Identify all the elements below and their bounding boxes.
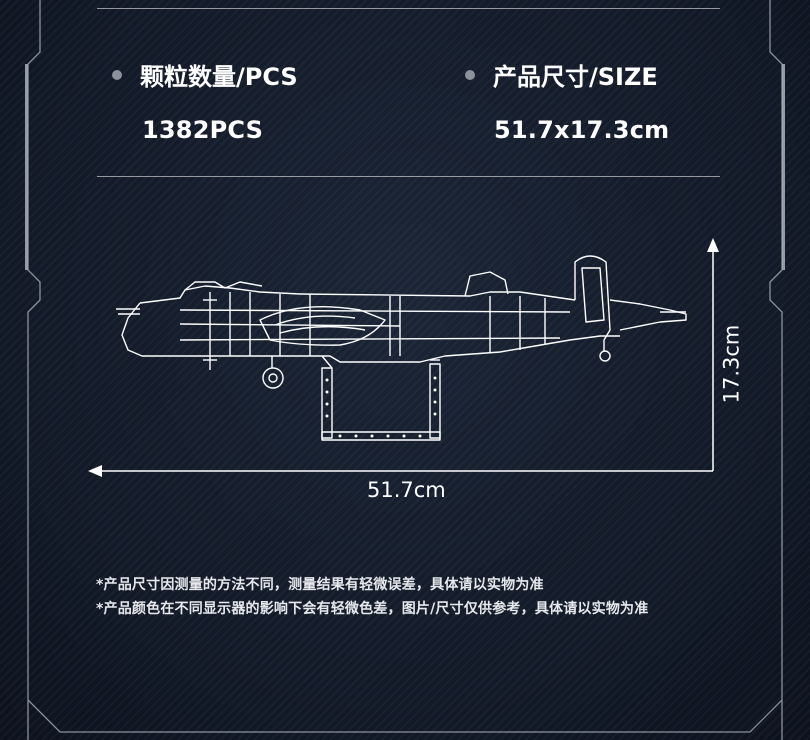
height-dimension-arrow: [707, 238, 719, 471]
length-label: 51.7cm: [367, 478, 446, 502]
pieces-label-text: 颗粒数量/PCS: [140, 63, 298, 91]
size-label: 产品尺寸/SIZE: [465, 57, 658, 92]
height-label: 17.3cm: [719, 324, 744, 404]
stand-studs: [325, 376, 437, 438]
size-value: 51.7x17.3cm: [494, 116, 670, 144]
dot-icon: [465, 69, 475, 80]
pieces-value: 1382PCS: [142, 116, 264, 144]
bomber-aircraft-icon: [116, 255, 687, 441]
top-divider: [97, 8, 720, 9]
dot-icon: [112, 69, 122, 80]
size-label-text: 产品尺寸/SIZE: [493, 63, 658, 91]
middle-divider: [97, 176, 720, 177]
pieces-label: 颗粒数量/PCS: [112, 57, 298, 92]
note-color-disclaimer: *产品颜色在不同显示器的影响下会有轻微色差，图片/尺寸仅供参考，具体请以实物为准: [96, 601, 649, 617]
note-size-disclaimer: *产品尺寸因测量的方法不同，测量结果有轻微误差，具体请以实物为准: [96, 577, 544, 593]
length-dimension-arrow: [88, 465, 713, 477]
